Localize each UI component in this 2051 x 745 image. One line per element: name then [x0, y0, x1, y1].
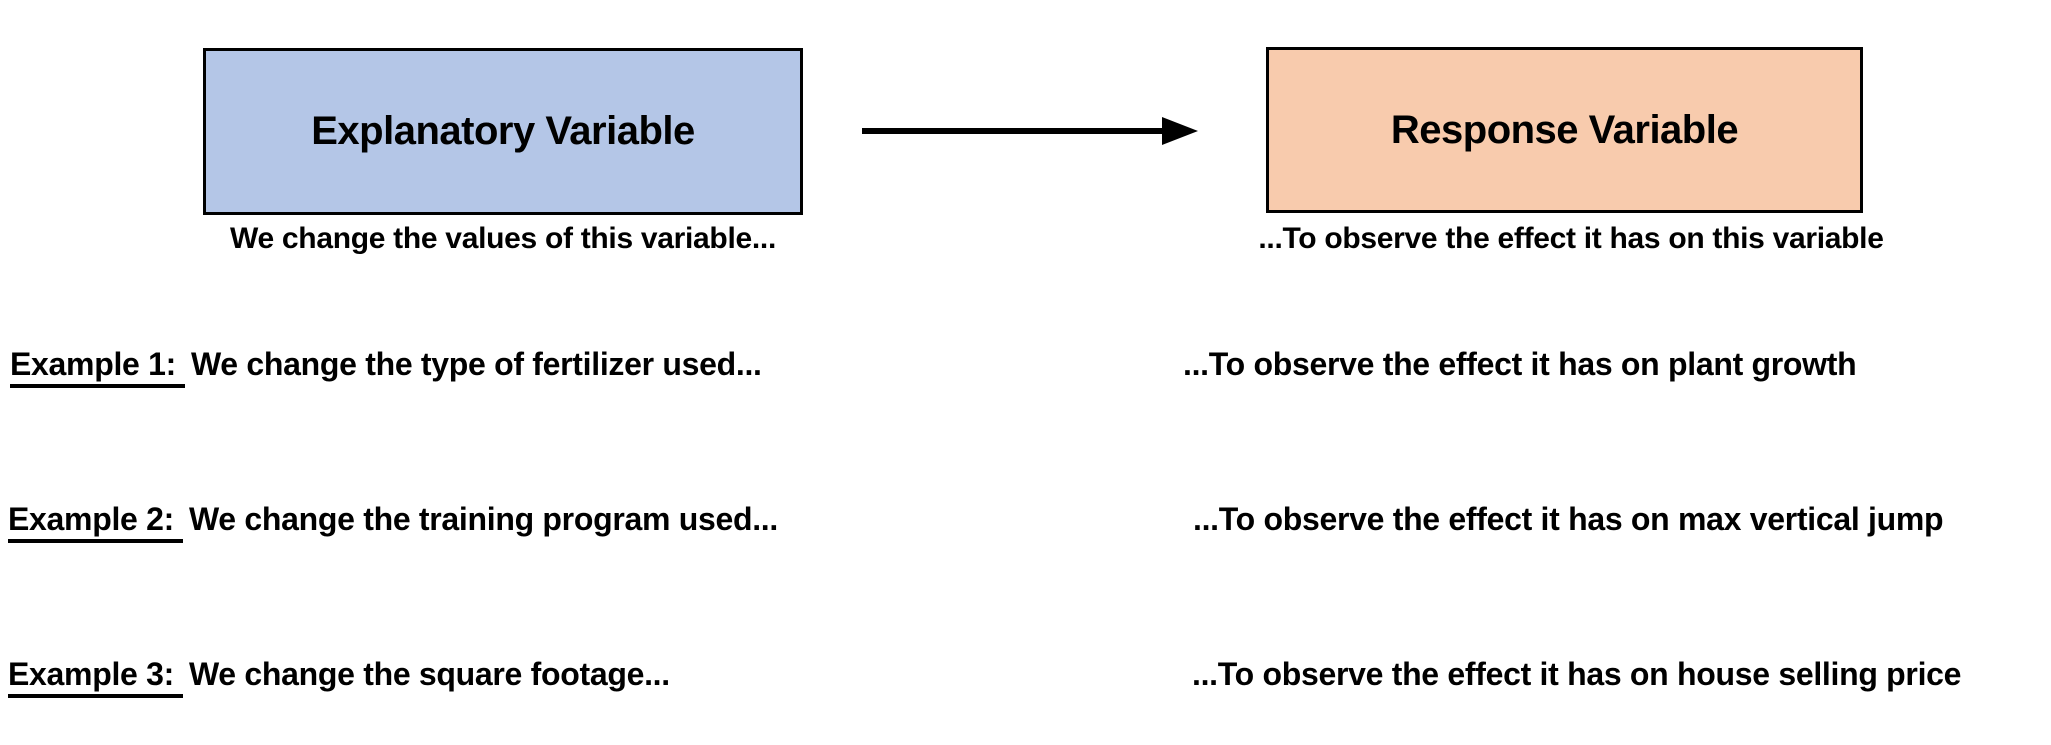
example-3-label: Example 3: — [8, 656, 183, 698]
example-1-explanatory-text: We change the type of fertilizer used... — [190, 346, 762, 382]
example-3-left-text: Example 3:We change the square footage..… — [8, 656, 670, 698]
example-row-2: Example 2:We change the training program… — [0, 501, 2051, 553]
example-3-explanatory-text: We change the square footage... — [188, 656, 670, 692]
response-variable-box: Response Variable — [1266, 47, 1863, 213]
response-variable-title: Response Variable — [1390, 107, 1739, 152]
example-3-response-text: ...To observe the effect it has on house… — [1192, 656, 1962, 692]
example-1-label: Example 1: — [10, 346, 185, 388]
example-2-label: Example 2: — [8, 501, 183, 543]
cause-effect-arrow — [856, 110, 1200, 152]
example-2-left-text: Example 2:We change the training program… — [8, 501, 778, 543]
example-2-explanatory-text: We change the training program used... — [188, 501, 778, 537]
explanatory-variable-box: Explanatory Variable — [203, 48, 803, 215]
example-row-1: Example 1:We change the type of fertiliz… — [0, 346, 2051, 398]
right-arrow-icon — [862, 117, 1198, 145]
example-2-response-text: ...To observe the effect it has on max v… — [1193, 501, 1944, 537]
example-1-left-text: Example 1:We change the type of fertiliz… — [10, 346, 762, 388]
example-1-response-text: ...To observe the effect it has on plant… — [1183, 346, 1857, 382]
response-caption: ...To observe the effect it has on this … — [1258, 222, 1884, 255]
explanatory-variable-title: Explanatory Variable — [311, 109, 695, 153]
explanatory-caption: We change the values of this variable... — [230, 222, 776, 255]
example-row-3: Example 3:We change the square footage..… — [0, 656, 2051, 708]
